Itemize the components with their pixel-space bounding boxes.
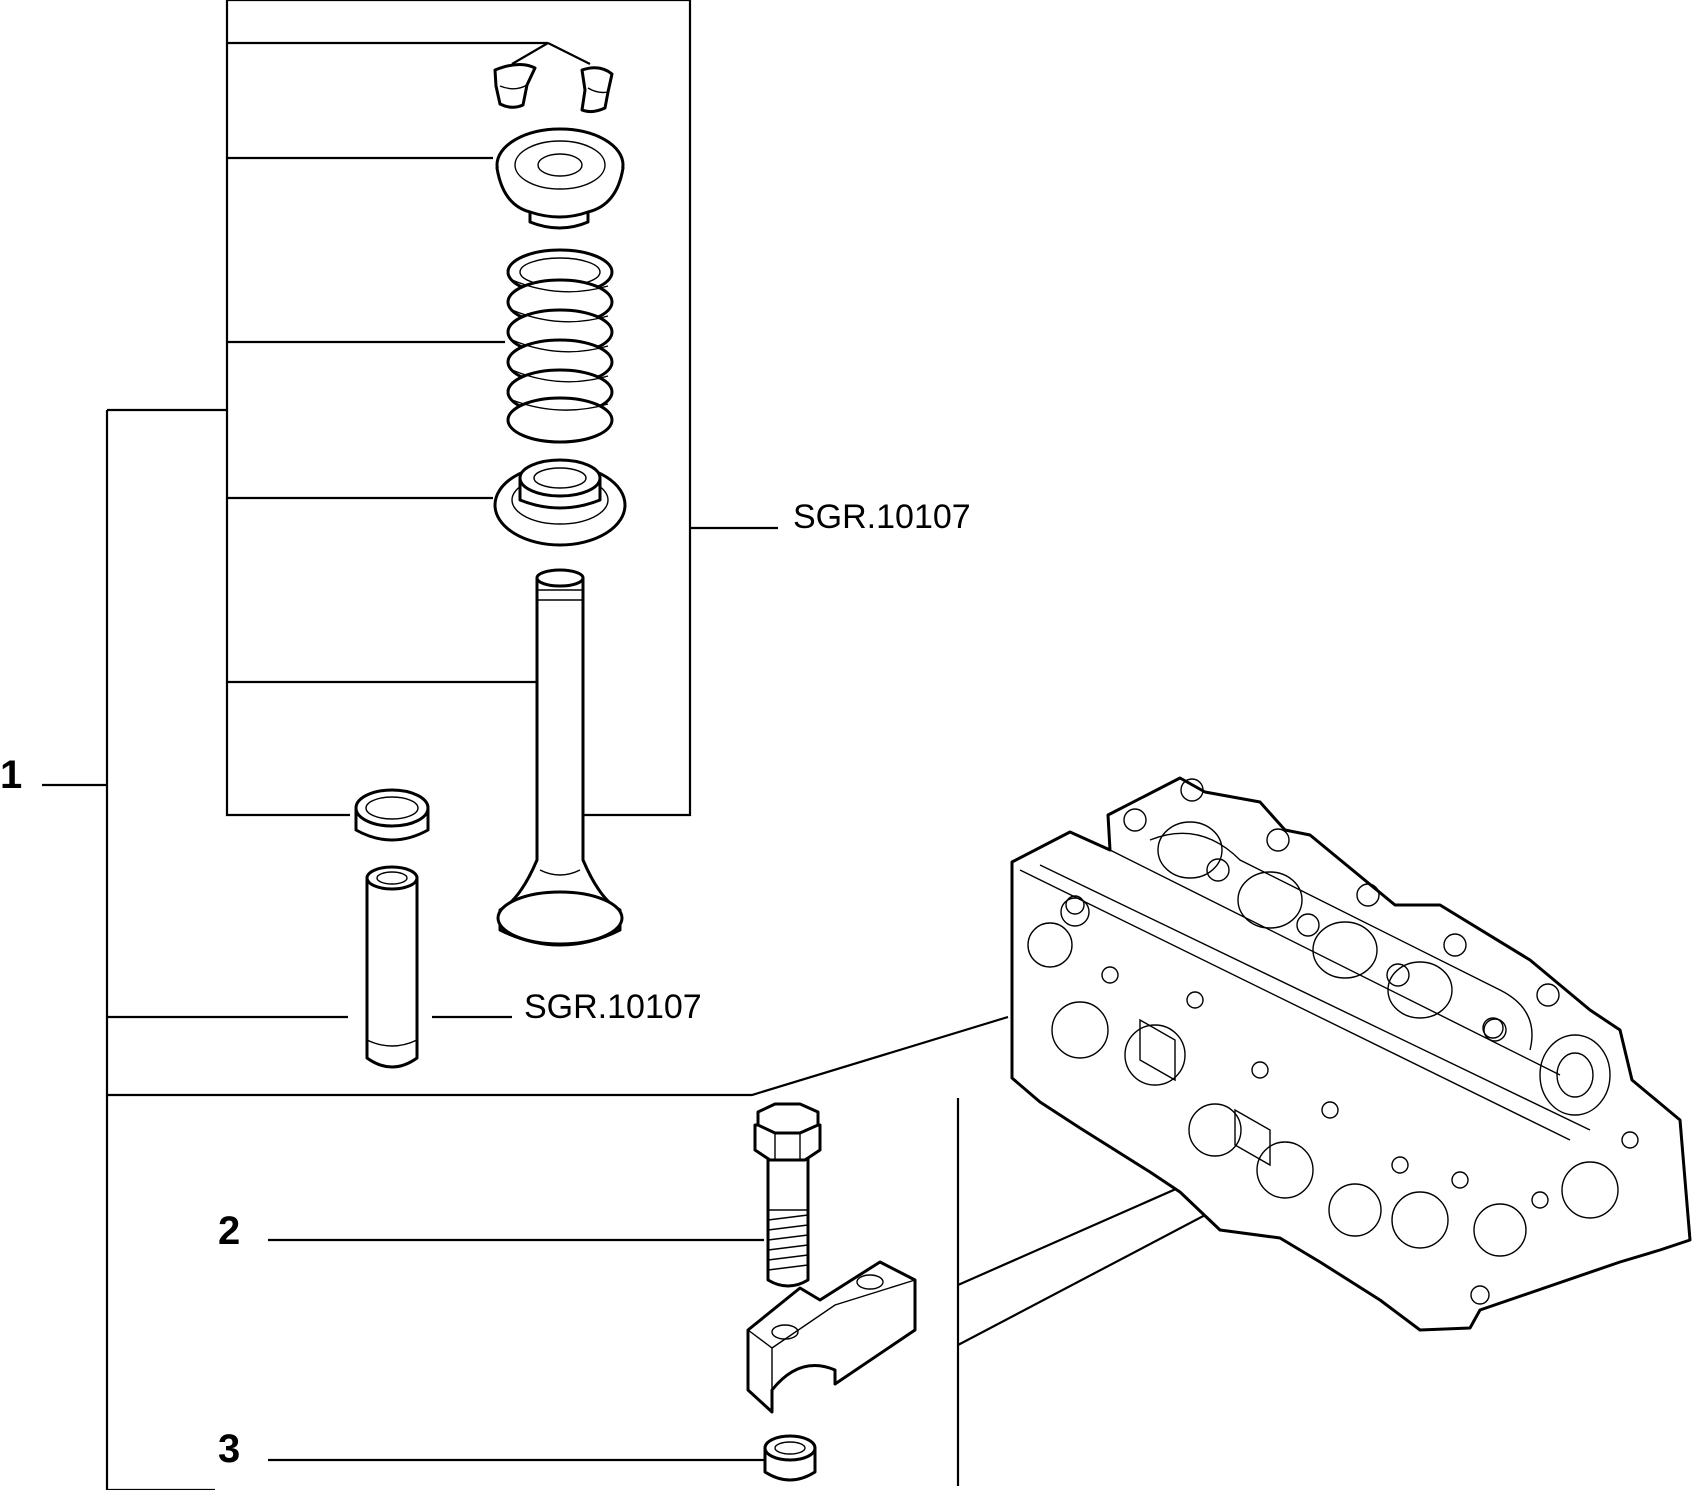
spring-retainer-icon: [495, 127, 625, 230]
reference-valve-guide: SGR.10107: [524, 988, 702, 1026]
reference-valve-group: SGR.10107: [793, 498, 971, 536]
bearing-cap-icon: [746, 1260, 917, 1414]
stem-seal-icon: [354, 788, 430, 842]
callout-3: 3: [218, 1427, 240, 1471]
bolt-icon: [753, 1102, 822, 1288]
valve-guide-icon: [365, 865, 419, 1069]
valve-keepers-icon: [493, 63, 614, 114]
cylinder-head-icon: [1010, 776, 1692, 1332]
callout-2: 2: [218, 1209, 240, 1253]
bushing-icon: [763, 1434, 817, 1482]
callout-1: 1: [0, 753, 22, 797]
spring-seat-icon: [493, 458, 627, 547]
valve-icon: [496, 568, 624, 947]
valve-spring-icon: [506, 248, 614, 444]
